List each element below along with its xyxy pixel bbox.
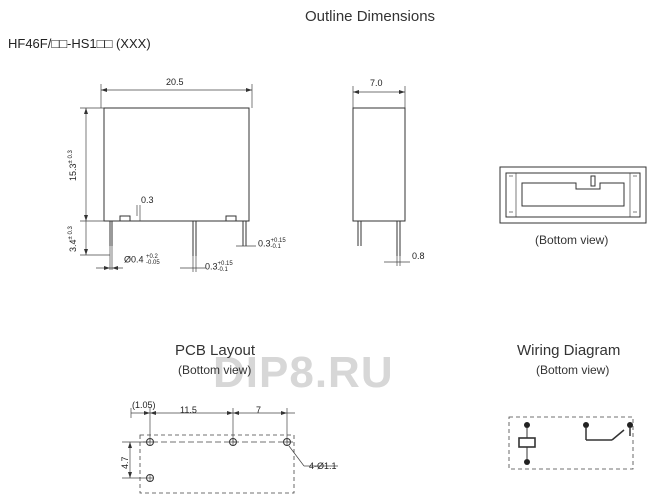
body-height-tolerance: ± 0.3: [68, 150, 74, 164]
pin-length-tolerance: ± 0.3: [68, 226, 74, 240]
pcb-dim-pitch-b: 7: [256, 405, 262, 415]
front-view-drawing: [80, 84, 256, 272]
bottom-view-label: (Bottom view): [535, 233, 609, 247]
side-view-drawing: [352, 86, 410, 266]
pin-thickness-b-tolerance: +0.15-0.1: [217, 261, 233, 273]
pcb-dim-pitch-a: 11.5: [180, 405, 197, 415]
pin-length-value: 3.4: [68, 239, 78, 252]
pin-thickness-b-value: 0.3: [205, 261, 218, 272]
pcb-dim-offset: (1.05): [132, 400, 156, 410]
wiring-diagram-title: Wiring Diagram: [517, 342, 621, 359]
pcb-dim-height: 4.7: [120, 456, 130, 469]
width-dimension: 20.5: [166, 77, 184, 87]
pin-diameter-tolerance: +0.2-0.05: [146, 254, 160, 266]
pin-thickness-a-tolerance: +0.15-0.1: [270, 238, 286, 250]
pin-diameter-dimension: Ø0.4 +0.2-0.05: [124, 254, 160, 266]
page-title: Outline Dimensions: [305, 8, 436, 25]
body-height-dimension: 15.3± 0.3: [68, 150, 78, 181]
pcb-hole-dimension: 4-Ø1.1: [309, 461, 337, 471]
pin-thickness-a-dimension: 0.3+0.15-0.1: [258, 238, 286, 250]
body-height-value: 15.3: [68, 163, 78, 181]
pcb-layout-title: PCB Layout: [175, 342, 256, 359]
side-width-dimension: 7.0: [370, 78, 383, 88]
pcb-layout-drawing: [122, 408, 338, 494]
pin-diameter-value: Ø0.4: [124, 254, 144, 265]
standoff-dimension: 0.3: [141, 195, 154, 205]
wiring-diagram-subtitle: (Bottom view): [536, 363, 610, 377]
wiring-diagram-drawing: [508, 416, 634, 470]
pcb-layout-subtitle: (Bottom view): [178, 363, 252, 377]
watermark: DIP8.RU: [213, 348, 394, 397]
pin-thickness-b-dimension: 0.3+0.15-0.1: [205, 261, 233, 273]
pin-length-dimension: 3.4± 0.3: [68, 226, 78, 252]
pin-spacing-dimension: 0.8: [412, 251, 425, 261]
model-number: HF46F/□□-HS1□□ (XXX): [8, 36, 151, 51]
bottom-view-drawing: [499, 166, 647, 224]
pin-thickness-a-value: 0.3: [258, 238, 271, 249]
